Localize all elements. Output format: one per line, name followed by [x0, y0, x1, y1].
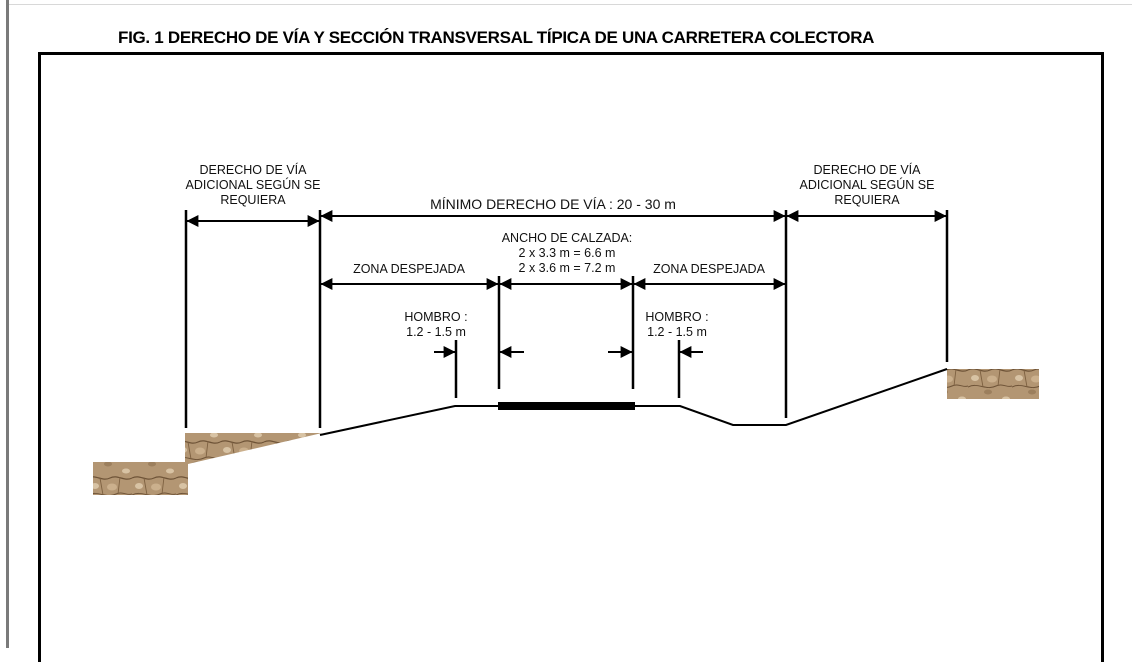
row-left-label-line2: ADICIONAL SEGÚN SE	[186, 177, 321, 192]
ground-profile-line	[319, 368, 948, 436]
carriageway-label-line1: ANCHO DE CALZADA:	[502, 231, 633, 245]
shoulder-left-label-line1: HOMBRO :	[404, 310, 467, 324]
shoulder-right-label-line1: HOMBRO :	[645, 310, 708, 324]
soil-block-right	[947, 369, 1039, 399]
soil-block-left-lower	[93, 462, 188, 495]
page-top-rule	[9, 4, 1132, 5]
carriageway-label-line2: 2 x 3.3 m = 6.6 m	[519, 246, 616, 260]
diagram-frame	[38, 52, 1104, 662]
pavement-slab	[498, 402, 635, 410]
row-left-label-line1: DERECHO DE VÍA	[200, 162, 308, 177]
row-left-label-line3: REQUIERA	[220, 193, 286, 207]
row-right-label-line2: ADICIONAL SEGÚN SE	[800, 177, 935, 192]
clear-zone-left-label: ZONA DESPEJADA	[353, 262, 465, 276]
row-right-label-line3: REQUIERA	[834, 193, 900, 207]
row-right-label-line1: DERECHO DE VÍA	[814, 162, 922, 177]
shoulder-left-label-line2: 1.2 - 1.5 m	[406, 325, 466, 339]
clear-zone-right-label: ZONA DESPEJADA	[653, 262, 765, 276]
figure-title: FIG. 1 DERECHO DE VÍA Y SECCIÓN TRANSVER…	[118, 28, 875, 47]
cross-section-diagram: DERECHO DE VÍA ADICIONAL SEGÚN SE REQUIE…	[93, 162, 1039, 495]
shoulder-right-label-line2: 1.2 - 1.5 m	[647, 325, 707, 339]
carriageway-label-line3: 2 x 3.6 m = 7.2 m	[519, 261, 616, 275]
min-row-label: MÍNIMO DERECHO DE VÍA : 20 - 30 m	[430, 196, 676, 212]
soil-wedge-left	[185, 433, 322, 464]
page-left-rule	[6, 0, 9, 648]
